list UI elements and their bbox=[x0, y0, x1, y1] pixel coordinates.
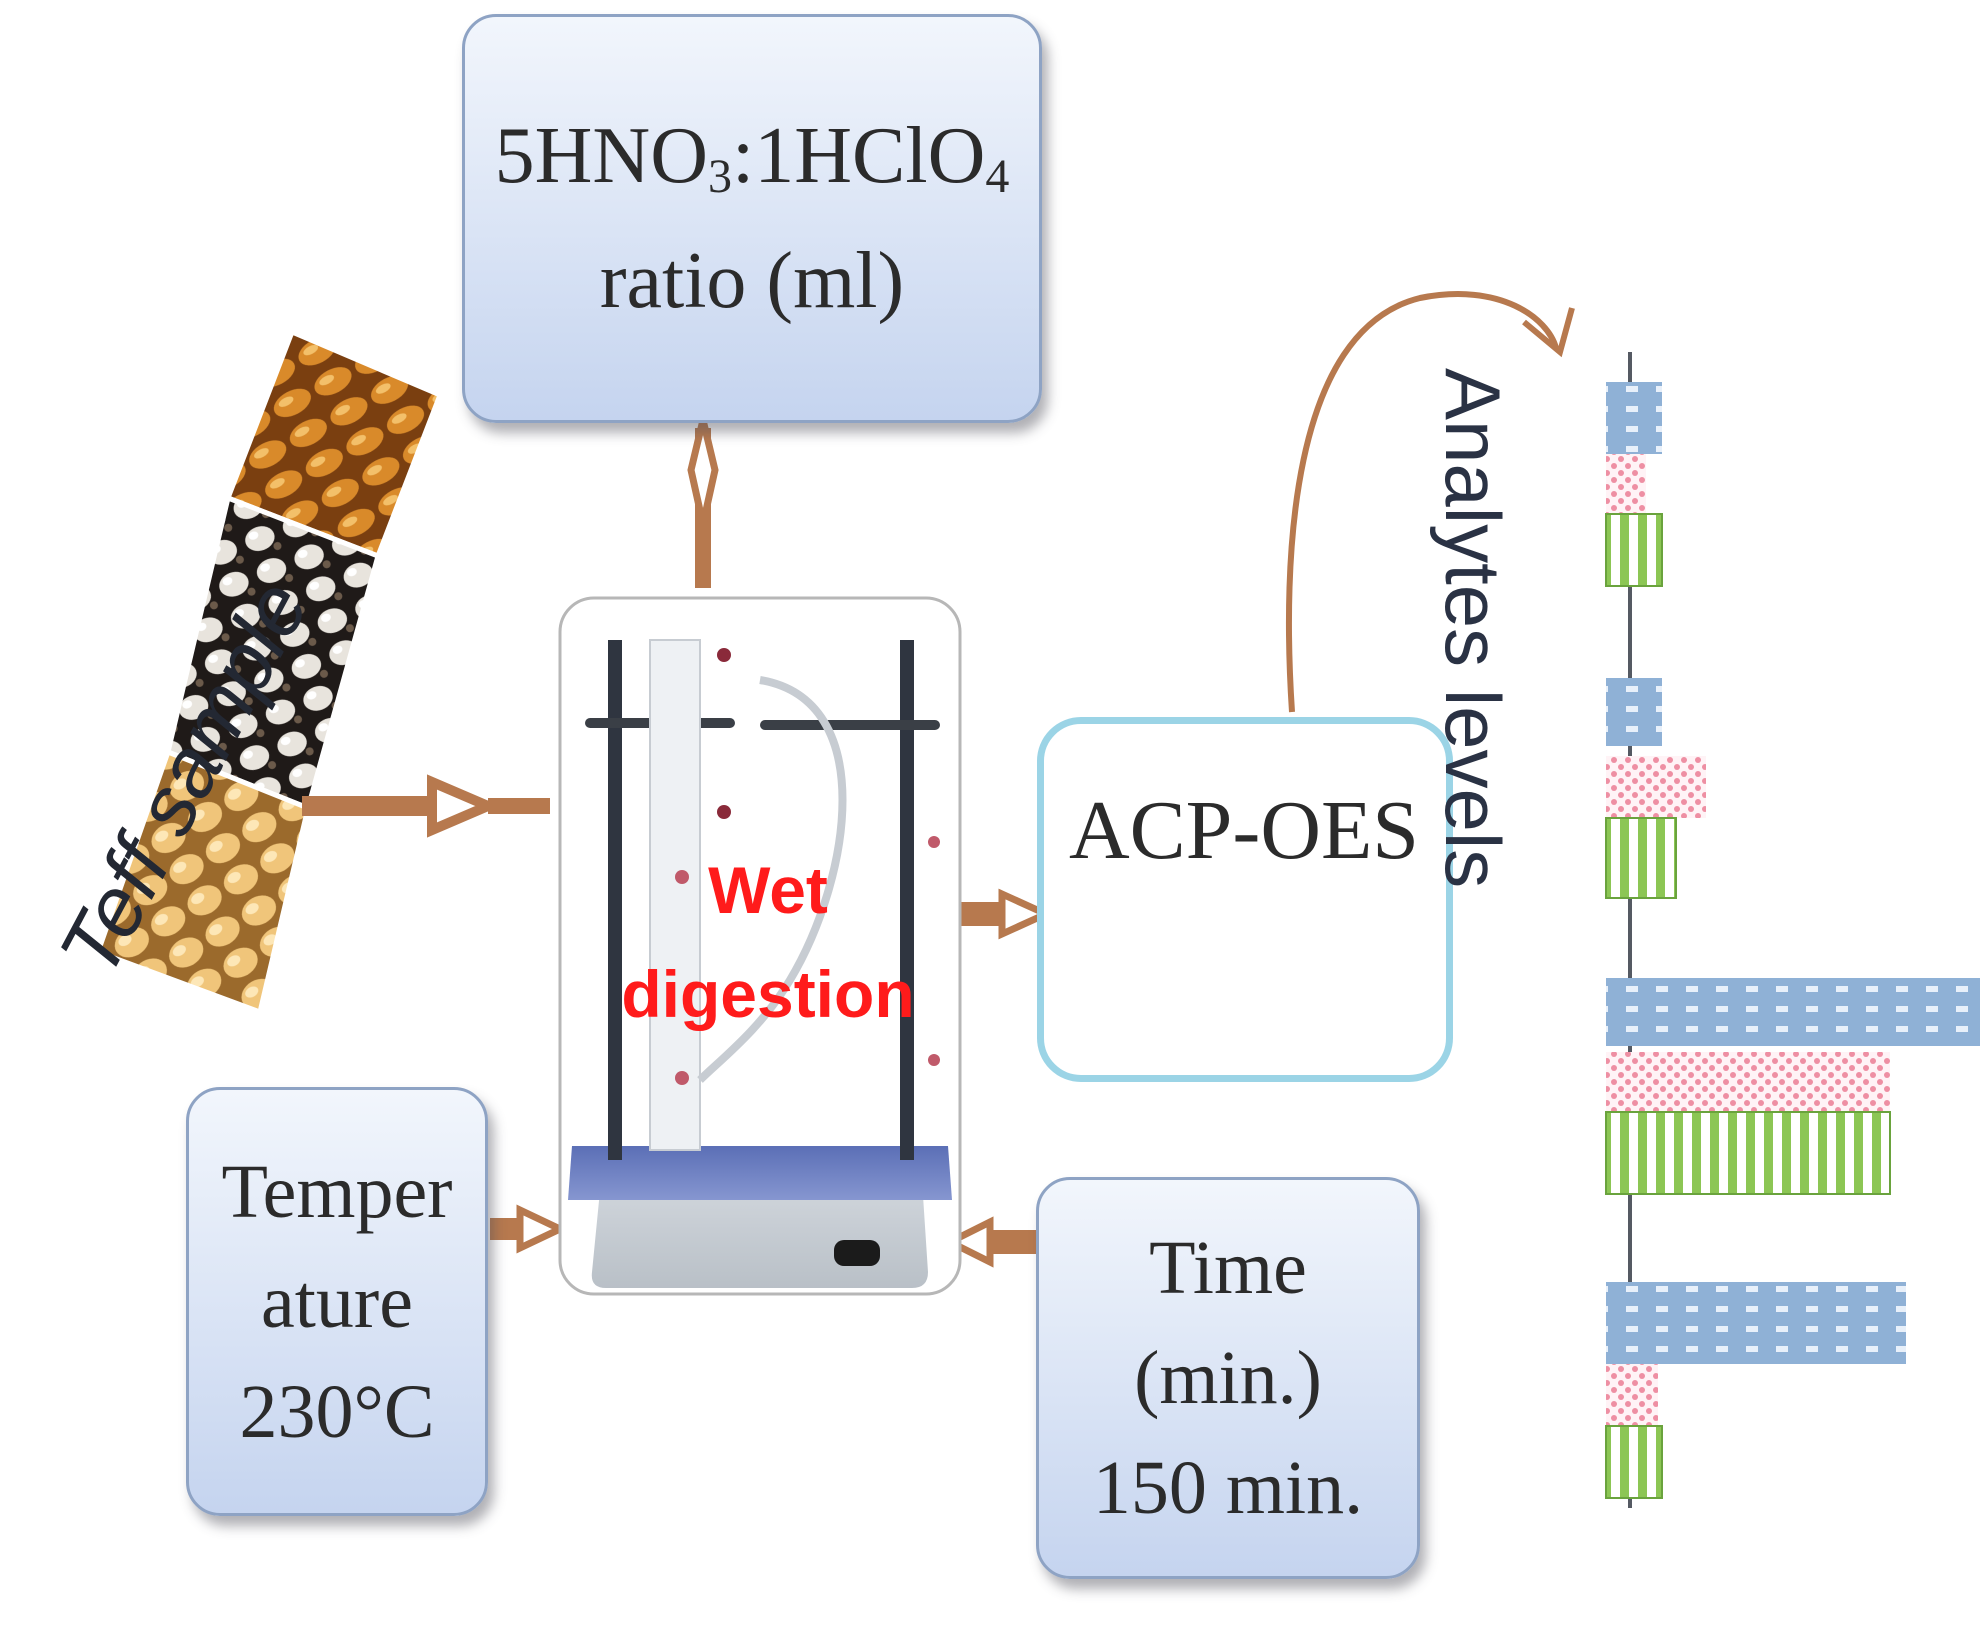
acid-formula-subscript: 3 bbox=[707, 150, 732, 203]
arrow-time-to-digestion bbox=[942, 1216, 1036, 1268]
connector-arrows bbox=[302, 291, 1575, 1268]
wet-digestion-line2: digestion bbox=[621, 957, 915, 1031]
thumb-bar-2-green bbox=[1605, 817, 1677, 899]
time-value: 150 min. bbox=[1092, 1446, 1364, 1530]
temperature-box: Temper ature 230°C bbox=[186, 1087, 488, 1516]
thumb-bar-1-pink bbox=[1606, 454, 1646, 514]
thumb-bar-3-pink bbox=[1606, 1052, 1890, 1112]
thumb-bar-4-green bbox=[1605, 1425, 1663, 1499]
thumb-bar-4-pink bbox=[1606, 1364, 1658, 1426]
digestion-apparatus bbox=[558, 596, 962, 1296]
temperature-label-line2: ature bbox=[261, 1259, 413, 1344]
acid-ratio-box: 5HNO3:1HClO4 ratio (ml) bbox=[462, 14, 1042, 423]
acid-formula-part: :1HClO bbox=[731, 112, 986, 200]
time-box: Time (min.) 150 min. bbox=[1036, 1177, 1420, 1579]
thumb-bar-1-blue bbox=[1606, 382, 1662, 454]
wet-digestion-label: Wet digestion bbox=[618, 838, 918, 1046]
analytes-levels-label: Analytes levels bbox=[1429, 368, 1517, 889]
acid-ratio-label: ratio (ml) bbox=[599, 237, 905, 325]
thumb-bar-2-pink bbox=[1606, 756, 1706, 818]
thumb-bar-3-green bbox=[1605, 1111, 1891, 1195]
arrow-temperature-to-digestion bbox=[490, 1204, 569, 1254]
time-label-line2: (min.) bbox=[1134, 1336, 1322, 1420]
oes-instrument-box bbox=[1037, 717, 1453, 1082]
oes-instrument-label: ACP-OES bbox=[1068, 784, 1420, 877]
teff-photo-tan-grains bbox=[94, 748, 311, 1016]
acid-formula: 5HNO3:1HClO4 bbox=[495, 104, 1010, 229]
teff-sample-photos bbox=[94, 328, 444, 1016]
thumb-bar-1-green bbox=[1605, 513, 1663, 587]
thumb-bar-4-blue bbox=[1606, 1282, 1906, 1364]
thumb-bar-3-blue bbox=[1606, 978, 1980, 1046]
thumb-bar-2-blue bbox=[1606, 678, 1662, 746]
temperature-value: 230°C bbox=[239, 1369, 435, 1454]
acid-formula-subscript: 4 bbox=[985, 150, 1010, 203]
temperature-label-line1: Temper bbox=[221, 1149, 453, 1234]
acid-formula-part: 5HNO bbox=[494, 112, 708, 200]
arrow-acid-to-digestion bbox=[687, 419, 719, 588]
time-label-line1: Time bbox=[1149, 1226, 1307, 1310]
arrow-digestion-to-oes bbox=[958, 888, 1055, 940]
analytes-thumbnail-chart bbox=[1605, 352, 1980, 1508]
wet-digestion-line1: Wet bbox=[708, 853, 828, 927]
arrow-sample-to-digestion bbox=[302, 774, 550, 838]
